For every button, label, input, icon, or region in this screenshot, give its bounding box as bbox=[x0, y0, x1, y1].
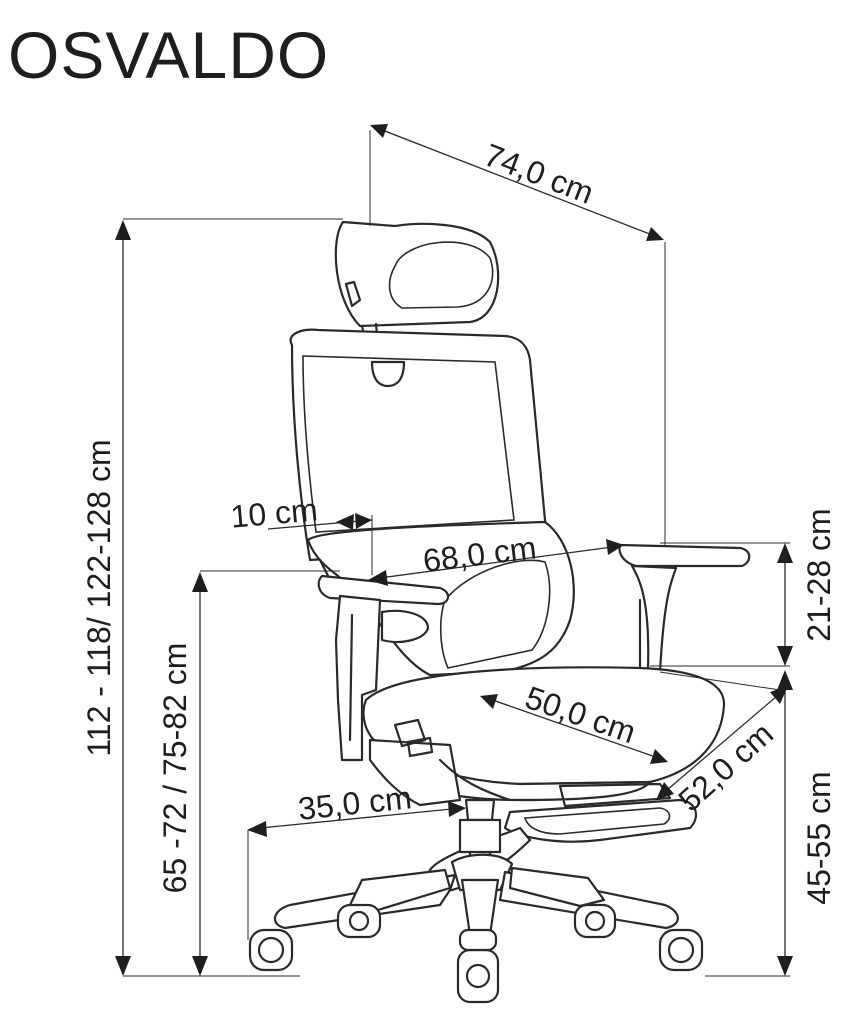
arrow-icon bbox=[355, 513, 372, 529]
arrow-icon bbox=[480, 694, 498, 709]
armrest-right bbox=[618, 543, 751, 674]
caster-front-center bbox=[456, 948, 500, 1004]
caster-front-left bbox=[248, 928, 294, 972]
arrow-icon bbox=[777, 646, 793, 666]
dim-headrest-offset: 10 cm bbox=[229, 491, 373, 575]
arrow-icon bbox=[650, 749, 668, 764]
gas-lift bbox=[458, 798, 502, 882]
arrow-icon bbox=[606, 539, 624, 555]
dim-total-height: 112 - 118/ 122-128 cm bbox=[81, 218, 343, 977]
dim-armrest-above-seat: 21-28 cm bbox=[650, 508, 837, 667]
arrow-icon bbox=[192, 956, 208, 976]
arrow-icon bbox=[656, 782, 674, 800]
backrest bbox=[289, 328, 575, 677]
dim-seat-height-label: 45-55 cm bbox=[801, 771, 837, 904]
dim-seat-height: 45-55 cm bbox=[705, 670, 837, 977]
dim-armrest-height-label: 65 -72 / 75-82 cm bbox=[157, 643, 193, 894]
caster-front-right bbox=[658, 928, 704, 972]
dim-armrest-height: 65 -72 / 75-82 cm bbox=[157, 570, 340, 976]
dim-base-radius-label: 35,0 cm bbox=[296, 779, 413, 827]
arrow-icon bbox=[646, 227, 664, 241]
dim-armrest-above-seat-label: 21-28 cm bbox=[801, 508, 837, 641]
dim-headrest-offset-label: 10 cm bbox=[229, 491, 319, 534]
arrow-icon bbox=[777, 670, 793, 690]
arrow-icon bbox=[247, 821, 267, 837]
caster-rear-center bbox=[458, 928, 498, 952]
base bbox=[274, 853, 679, 937]
casters bbox=[248, 903, 704, 1004]
dim-total-height-label: 112 - 118/ 122-128 cm bbox=[81, 439, 117, 756]
product-title: OSVALDO bbox=[8, 18, 329, 92]
arrow-icon bbox=[336, 514, 354, 530]
dim-depth-total-label: 74,0 cm bbox=[479, 137, 598, 211]
arrow-icon bbox=[770, 686, 788, 704]
caster-back-right bbox=[573, 903, 617, 939]
caster-back-left bbox=[336, 903, 382, 939]
arrow-icon bbox=[448, 801, 466, 817]
arrow-icon bbox=[192, 572, 208, 592]
arrow-icon bbox=[777, 543, 793, 563]
chair-illustration bbox=[248, 220, 751, 1004]
arrow-icon bbox=[115, 956, 131, 976]
armrest-left bbox=[317, 574, 450, 762]
arrow-icon bbox=[370, 124, 388, 138]
arrow-icon bbox=[368, 570, 388, 586]
arrow-icon bbox=[115, 220, 131, 240]
headrest bbox=[334, 220, 500, 347]
arrow-icon bbox=[777, 956, 793, 976]
mechanism bbox=[368, 718, 512, 807]
